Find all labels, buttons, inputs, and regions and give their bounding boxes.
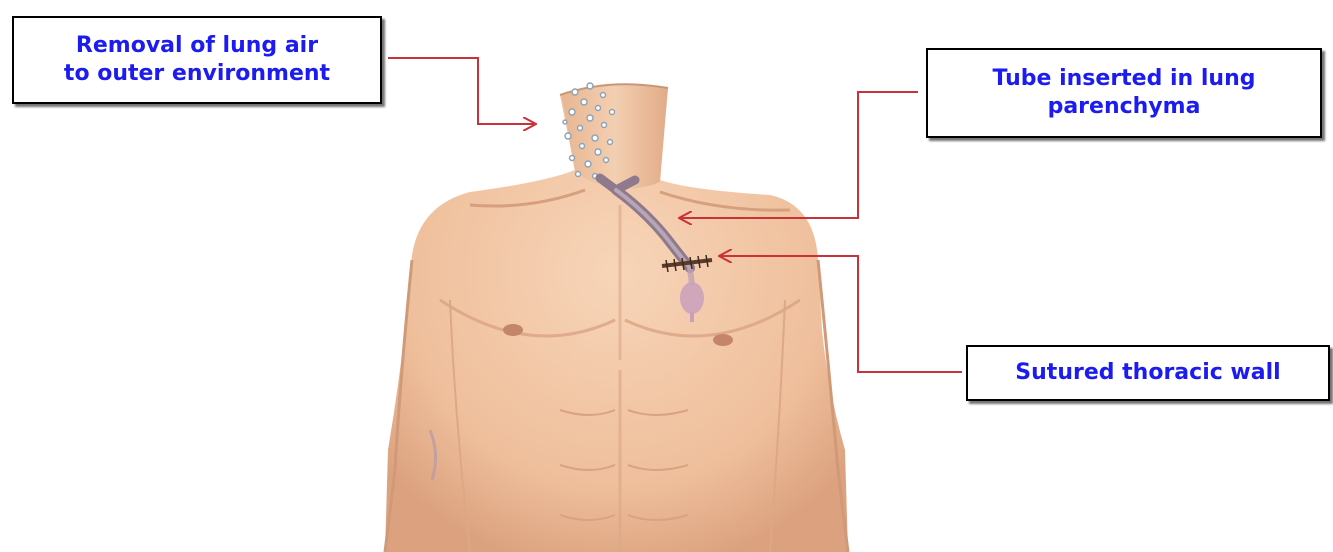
- label-removal-line2: to outer environment: [64, 60, 330, 88]
- label-tube-line2: parenchyma: [993, 93, 1256, 121]
- label-tube-inserted: Tube inserted in lung parenchyma: [926, 48, 1322, 138]
- label-tube-line1: Tube inserted in lung: [993, 65, 1256, 93]
- label-removal-of-lung-air: Removal of lung air to outer environment: [12, 16, 382, 104]
- arrow-removal: [388, 58, 535, 124]
- label-sutured-thoracic-wall: Sutured thoracic wall: [966, 345, 1330, 401]
- label-removal-line1: Removal of lung air: [64, 32, 330, 60]
- label-sutured-line1: Sutured thoracic wall: [1015, 359, 1280, 387]
